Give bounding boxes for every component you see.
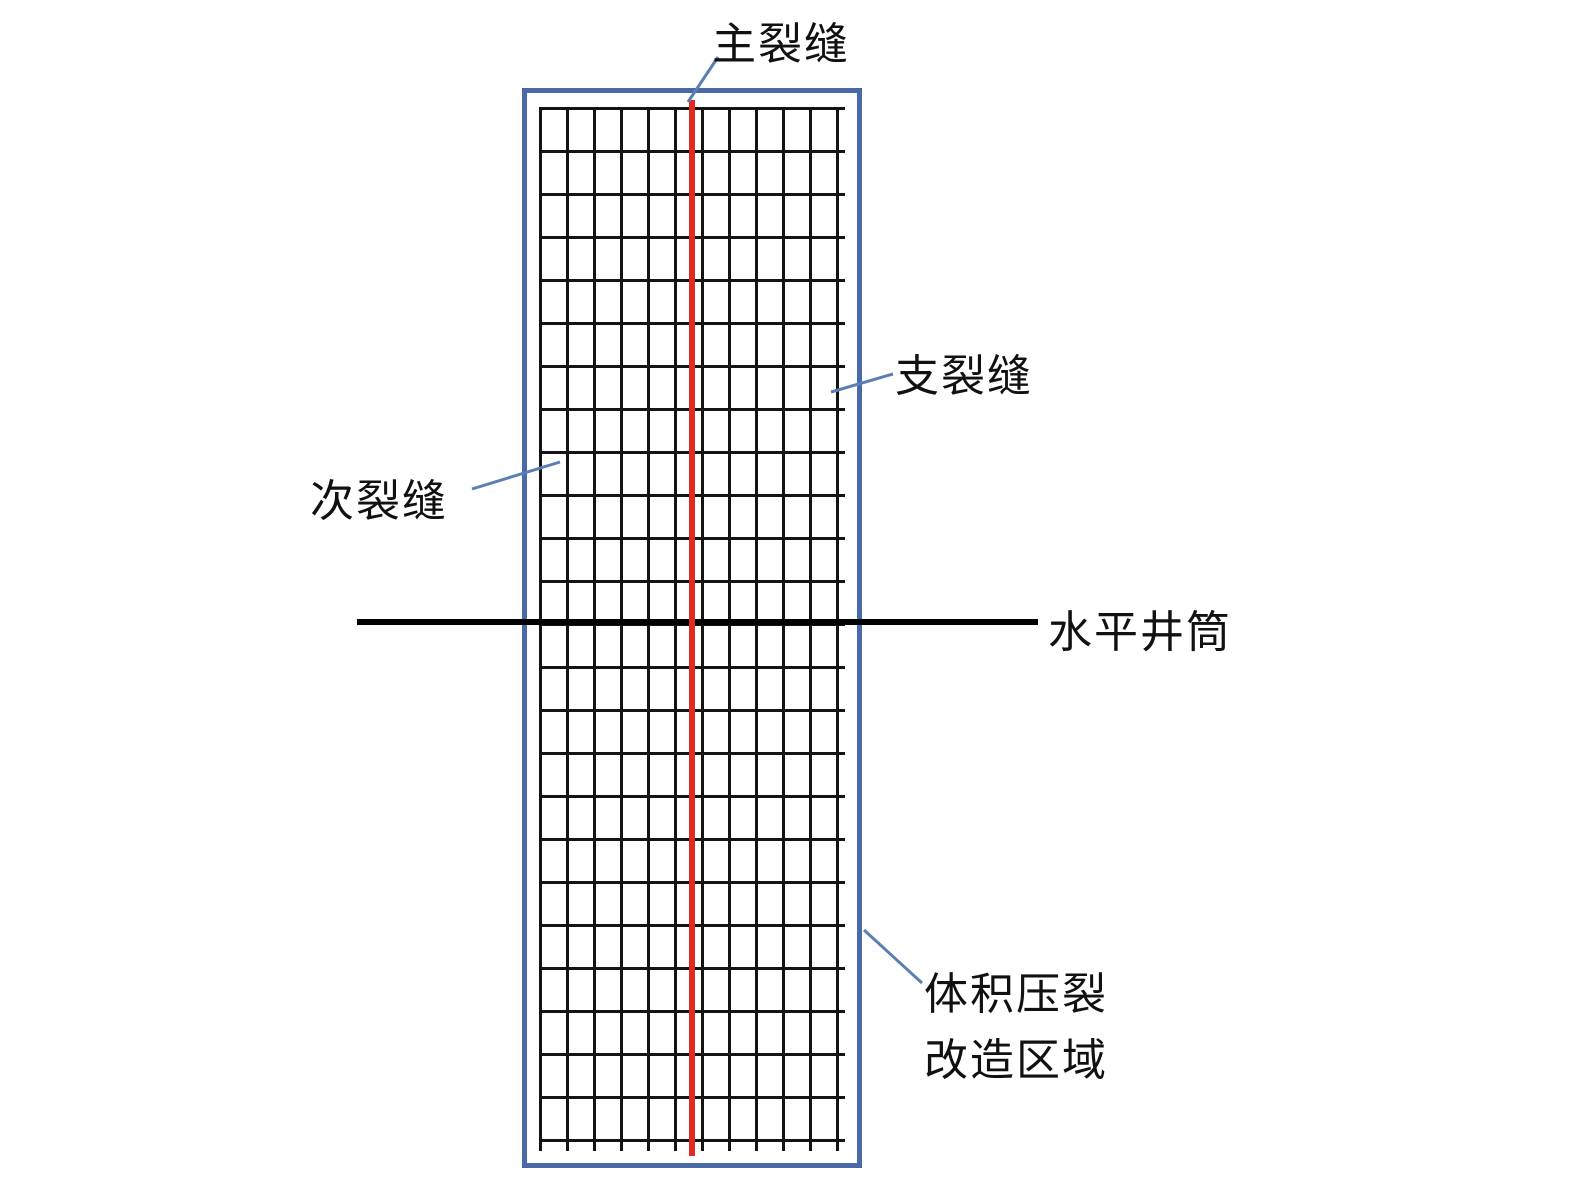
label-stimulated-zone-line2: 改造区域 <box>924 1036 1108 1085</box>
label-stimulated-zone: 体积压裂 改造区域 <box>924 962 1108 1094</box>
main-fracture-line <box>689 100 695 1156</box>
label-secondary-fracture: 次裂缝 <box>310 477 448 526</box>
label-branch-fracture: 支裂缝 <box>895 352 1033 401</box>
horizontal-wellbore-line <box>357 619 1038 625</box>
label-horizontal-wellbore: 水平井筒 <box>1048 608 1232 657</box>
label-stimulated-zone-line1: 体积压裂 <box>924 970 1108 1019</box>
leader-stimulated-zone <box>862 928 924 985</box>
stimulated-zone-rect <box>522 88 862 1168</box>
label-main-fracture: 主裂缝 <box>712 20 850 69</box>
